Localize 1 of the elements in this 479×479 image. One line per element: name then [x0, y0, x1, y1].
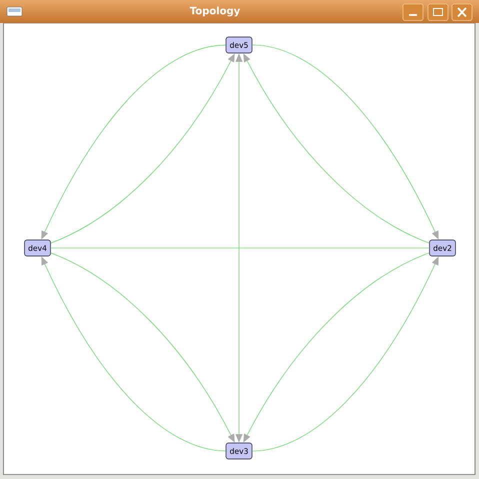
window-title: Topology: [190, 6, 240, 16]
